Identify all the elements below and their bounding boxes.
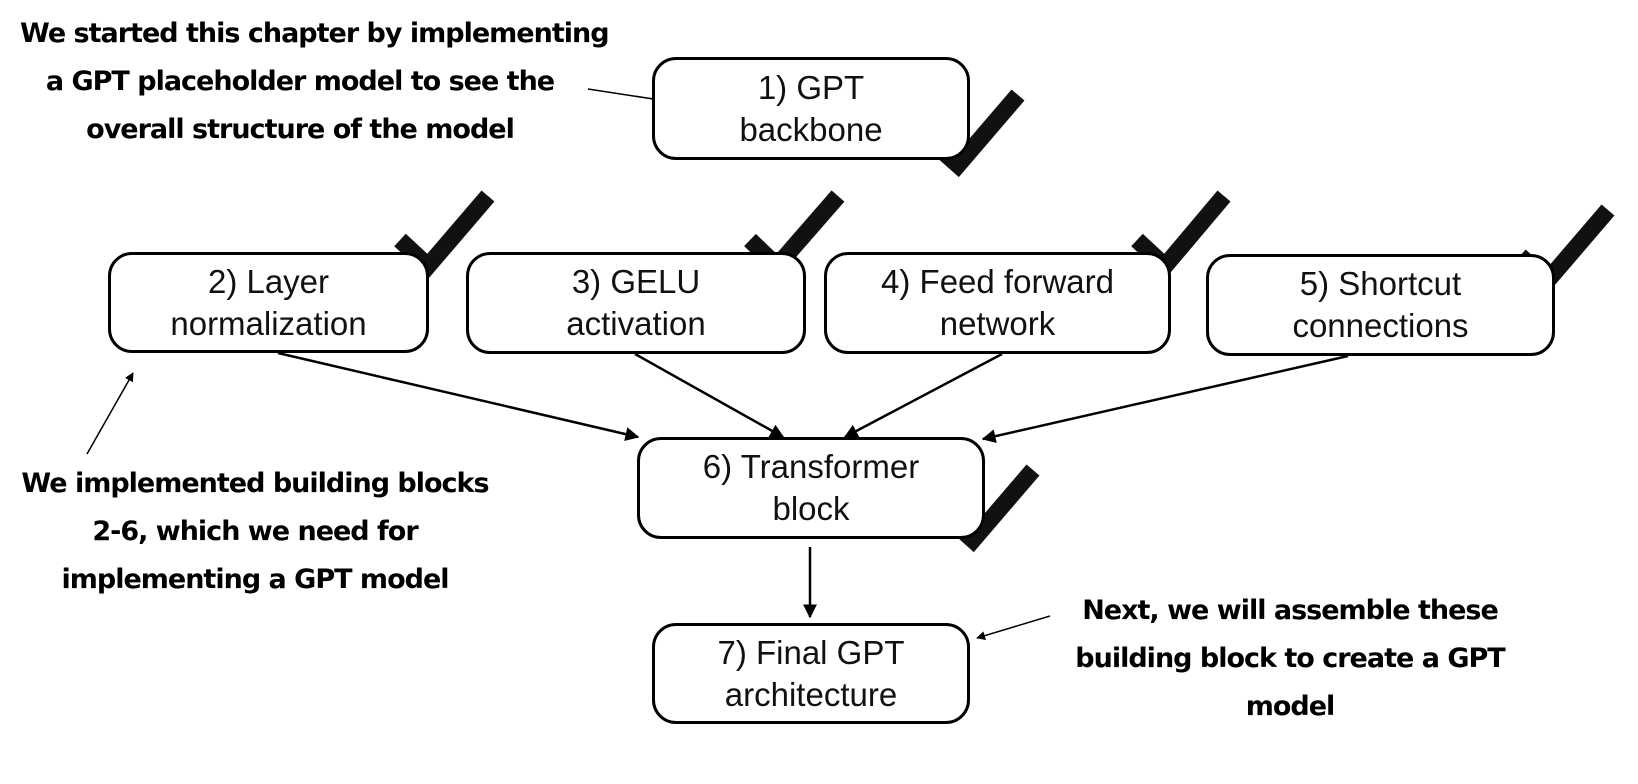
node-label-line: connections [1292,307,1469,344]
arrow-shortcut-to-transformer [981,354,1349,444]
arrow-gelu-to-transformer [634,352,785,439]
arrow-feedforward-to-transformer [843,352,1003,439]
annotation-line: We implemented building blocks [21,468,489,499]
annotation-middle-left: We implemented building blocks 2-6, whic… [20,460,490,604]
node-label-line: 2) Layer [207,262,330,300]
node-transformer-block: 6) Transformer block [637,437,985,539]
arrow-layernorm-to-transformer [277,351,640,441]
node-label-line: 6) Transformer [702,448,920,485]
node-label-line: architecture [724,675,898,713]
annotation-line: We started this chapter by implementing [20,18,610,49]
annotation-line: implementing a GPT model [61,564,449,595]
annotation-line: building block to create a GPT [1075,643,1505,674]
annotation-line: model [1245,691,1336,722]
node-label-line: activation [566,305,706,342]
annotation-line: Next, we will assemble these [1082,595,1499,626]
node-shortcut-connections: 5) Shortcut connections [1206,254,1555,356]
annotation-line: a GPT placeholder model to see the [45,66,555,97]
node-layer-normalization: 2) Layer normalization [108,252,429,353]
node-label-line: 3) GELU [571,263,701,300]
node-label-line: network [939,305,1056,342]
pointer-bottom-right-note [976,615,1051,640]
node-gelu-activation: 3) GELU activation [466,252,806,354]
node-label-line: 4) Feed forward [881,263,1114,300]
annotation-top-left: We started this chapter by implementing … [20,10,610,154]
node-label-line: backbone [739,110,883,148]
checkmark-icon [394,190,495,279]
annotation-line: overall structure of the model [86,114,515,145]
pointer-middle-left-note [86,372,134,455]
node-label-line: block [772,490,850,527]
annotation-line: 2-6, which we need for [92,516,418,547]
node-gpt-backbone: 1) GPT backbone [652,57,970,160]
node-feed-forward-network: 4) Feed forward network [824,252,1171,354]
node-final-gpt-architecture: 7) Final GPT architecture [652,623,970,724]
node-label-line: 7) Final GPT [717,633,905,671]
node-label-line: normalization [170,304,367,342]
node-label-line: 5) Shortcut [1299,265,1462,302]
annotation-bottom-right: Next, we will assemble these building bl… [1060,587,1520,731]
node-label-line: 1) GPT [757,68,865,106]
